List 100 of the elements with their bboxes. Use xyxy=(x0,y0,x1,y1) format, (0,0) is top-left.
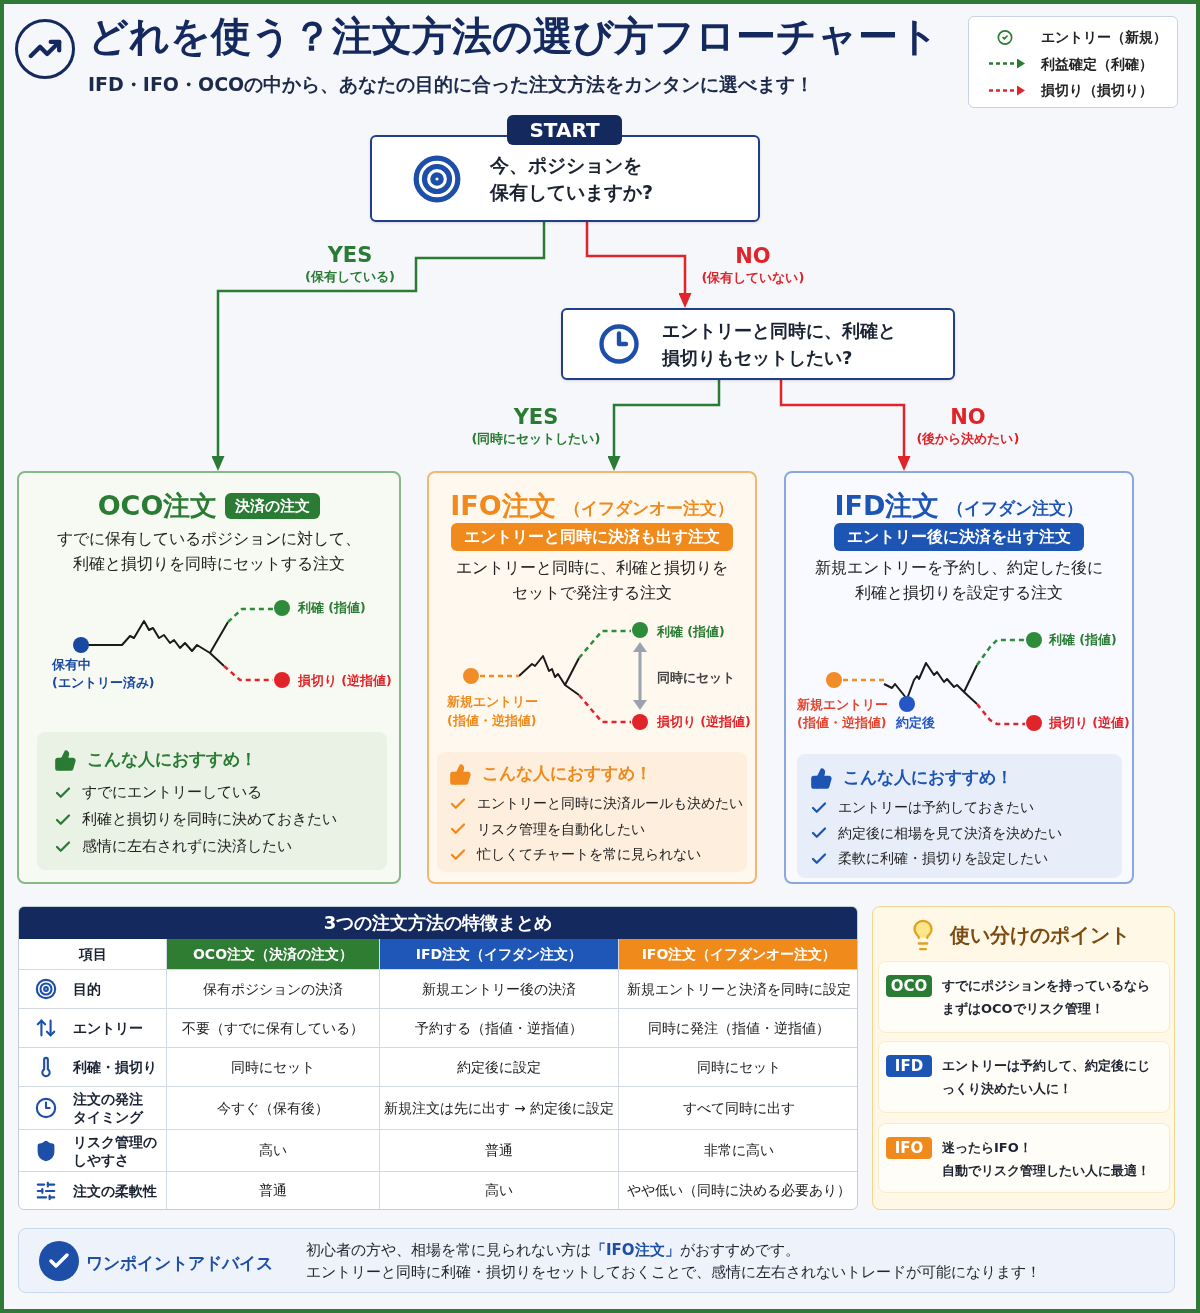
card-title: IFD注文 xyxy=(834,490,940,522)
recommendation-item: エントリーと同時に決済ルールも決めたい xyxy=(477,794,743,814)
card-title: IFO注文 xyxy=(450,490,556,522)
question-box xyxy=(561,308,955,380)
recommendation-heading: こんな人におすすめ！ xyxy=(843,766,1013,790)
chart-label: (指値・逆指値) xyxy=(447,713,537,729)
flow-arrow xyxy=(585,222,692,308)
table-value: 普通 xyxy=(166,1171,379,1209)
table-value: 予約する（指値・逆指値） xyxy=(379,1008,618,1047)
recommendation-item: リスク管理を自動化したい xyxy=(477,819,645,839)
chart-label: (エントリー済み) xyxy=(52,675,155,691)
chart-label: 同時にセット xyxy=(657,670,735,686)
tip-text: 自動でリスク管理したい人に最適！ xyxy=(942,1162,1151,1180)
table-value: 新規注文は先に出す → 約定後に設定 xyxy=(379,1086,618,1129)
row-label: リスク管理のしやすさ xyxy=(73,1132,158,1169)
recommendation-item: 柔軟に利確・損切りを設定したい xyxy=(838,849,1048,869)
table-value: 同時にセット xyxy=(166,1047,379,1086)
order-type-card xyxy=(784,471,1134,884)
tips-heading: 使い分けのポイント xyxy=(950,922,1130,949)
recommendation-panel xyxy=(437,752,747,872)
column-header: IFD注文（イフダン注文） xyxy=(379,939,618,969)
chart-label: 新規エントリー xyxy=(447,694,538,710)
recommendation-heading: こんな人におすすめ！ xyxy=(87,748,257,772)
chart-label: 損切り (逆指値) xyxy=(657,714,751,730)
row-label: 目的 xyxy=(73,980,102,998)
order-type-tag: IFD xyxy=(886,1055,932,1077)
recommendation-item: エントリーは予約しておきたい xyxy=(838,798,1034,818)
card-description: すでに保有しているポジションに対して、利確と損切りを同時にセットする注文 xyxy=(56,528,362,575)
recommendation-item: 約定後に相場を見て決済を決めたい xyxy=(838,823,1062,843)
question-text: エントリーと同時に、利確と損切りもセットしたい? xyxy=(662,319,897,370)
advice-banner xyxy=(18,1228,1175,1293)
table-value: すべて同時に出す xyxy=(618,1086,857,1129)
card-subtitle: （イフダン注文） xyxy=(947,496,1084,519)
table-title: 3つの注文方法の特徴まとめ xyxy=(19,907,857,939)
recommendation-item: 忙しくてチャートを常に見られない xyxy=(477,845,701,865)
chart-label: 利確 (指値) xyxy=(1049,632,1117,648)
table-value: 同時に発注（指値・逆指値） xyxy=(618,1008,857,1047)
card-title: OCO注文 xyxy=(97,490,218,522)
summary-tag: エントリー後に決済を出す注文 xyxy=(834,523,1084,551)
row-label: 注文の柔軟性 xyxy=(73,1181,158,1200)
start-label: START xyxy=(507,115,622,145)
tip-text: すでにポジションを持っているならまずはOCOでリスク管理！ xyxy=(942,977,1151,1018)
recommendation-item: 感情に左右されずに決済したい xyxy=(82,836,292,858)
row-label: 利確・損切り xyxy=(73,1058,158,1076)
question-text: 今、ポジションを保有していますか? xyxy=(490,152,655,205)
order-type-card xyxy=(17,471,401,884)
legend-text: エントリー（新規） xyxy=(1041,27,1167,47)
recommendation-item: すでにエントリーしている xyxy=(82,782,262,804)
tip-card xyxy=(878,961,1170,1033)
chart-label: 利確 (指値) xyxy=(298,600,366,616)
table-value: 不要（すでに保有している） xyxy=(166,1008,379,1047)
column-header: IFO注文（イフダンオー注文） xyxy=(618,939,857,969)
chart-label: 新規エントリー xyxy=(797,697,888,713)
advice-text: エントリーと同時に利確・損切りをセットしておくことで、感情に左右されないトレードが可能になります！ xyxy=(306,1262,1041,1283)
legend-text: 損切り（損切り） xyxy=(1041,80,1153,100)
recommendation-panel xyxy=(37,732,387,870)
page-title: どれを使う？注文方法の選び方フローチャート xyxy=(88,12,939,61)
order-type-tag: IFO xyxy=(886,1137,932,1159)
summary-tag: 決済の注文 xyxy=(225,493,321,519)
advice-text: 初心者の方や、相場を常に見られない方は「IFO注文」がおすすめです。 xyxy=(306,1240,801,1261)
table-value: 高い xyxy=(166,1129,379,1171)
flow-arrow xyxy=(779,380,911,471)
card-subtitle: （イフダンオー注文） xyxy=(563,496,734,519)
column-header: OCO注文（決済の注文） xyxy=(166,939,379,969)
chart-label: 保有中 xyxy=(52,657,91,673)
chart-label: 約定後 xyxy=(896,715,935,731)
tips-panel xyxy=(872,906,1175,1210)
table-value: 約定後に設定 xyxy=(379,1047,618,1086)
chart-label: (指値・逆指値) xyxy=(797,715,887,731)
page-subtitle: IFD・IFO・OCOの中から、あなたの目的に合った注文方法をカンタンに選べます！ xyxy=(88,72,815,97)
card-description: エントリーと同時に、利確と損切りをセットで発注する注文 xyxy=(455,557,729,604)
table-value: 高い xyxy=(379,1171,618,1209)
table-value: 新規エントリーと決済を同時に設定 xyxy=(618,969,857,1008)
tip-card xyxy=(878,1041,1170,1113)
table-value: 同時にセット xyxy=(618,1047,857,1086)
tip-card xyxy=(878,1123,1170,1193)
table-value: やや低い（同時に決める必要あり） xyxy=(618,1171,857,1209)
chart-label: 損切り (逆値) xyxy=(1049,715,1130,731)
tip-text: 迷ったらIFO！ xyxy=(942,1139,1033,1157)
chart-label: 損切り (逆指値) xyxy=(298,673,392,689)
tip-text: エントリーは予約して、約定後にじっくり決めたい人に！ xyxy=(942,1057,1151,1098)
table-value: 新規エントリー後の決済 xyxy=(379,969,618,1008)
recommendation-panel xyxy=(797,754,1122,878)
row-label: 注文の発注タイミング xyxy=(73,1090,145,1126)
summary-tag: エントリーと同時に決済も出す注文 xyxy=(451,523,733,551)
flow-arrow xyxy=(607,380,721,471)
table-value: 普通 xyxy=(379,1129,618,1171)
recommendation-item: 利確と損切りを同時に決めておきたい xyxy=(82,809,337,831)
flow-arrow xyxy=(211,222,546,471)
table-value: 非常に高い xyxy=(618,1129,857,1171)
card-description: 新規エントリーを予約し、約定した後に利確と損切りを設定する注文 xyxy=(814,557,1104,604)
order-type-card xyxy=(427,471,757,884)
chart-label: 利確 (指値) xyxy=(657,624,725,640)
row-label: エントリー xyxy=(73,1019,144,1037)
table-value: 今すぐ（保有後） xyxy=(166,1086,379,1129)
recommendation-heading: こんな人におすすめ！ xyxy=(482,762,652,786)
order-type-tag: OCO xyxy=(886,975,932,997)
legend-text: 利益確定（利確） xyxy=(1041,54,1153,74)
advice-heading: ワンポイントアドバイス xyxy=(86,1252,273,1275)
table-value: 保有ポジションの決済 xyxy=(166,969,379,1008)
